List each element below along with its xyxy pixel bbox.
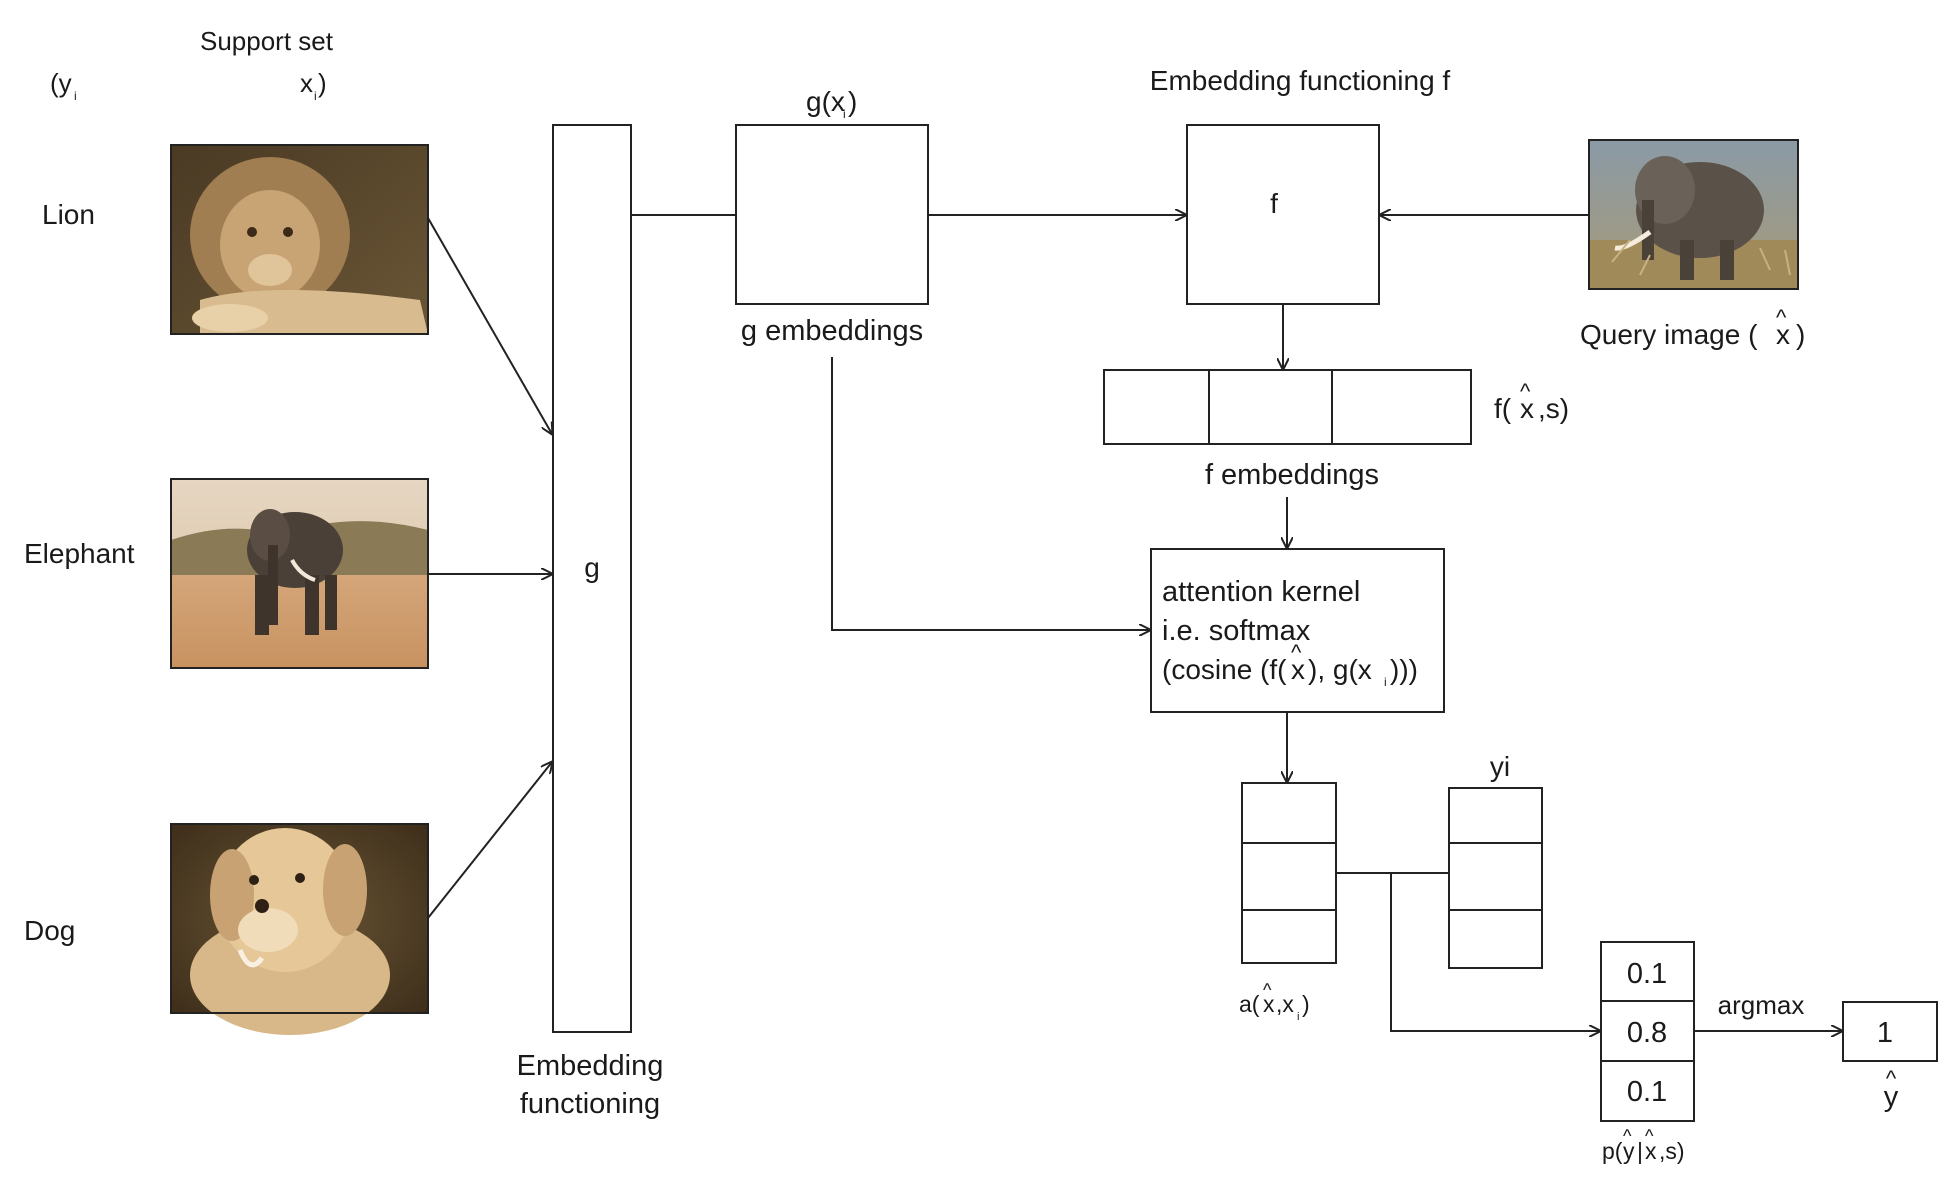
p-vector [1600, 941, 1695, 1122]
g-caption-line2: functioning [520, 1088, 660, 1120]
output-box [1842, 1001, 1938, 1062]
elephant-query-photo [1588, 139, 1799, 290]
gembed-title: g(x [806, 86, 845, 117]
g-embedding-block [552, 124, 632, 1033]
row-label-elephant: Elephant [24, 538, 135, 569]
support-header-y: (y [50, 68, 72, 98]
p-label-mid: | [1637, 1138, 1643, 1164]
p-value-0: 0.1 [1627, 958, 1667, 990]
arrow-lion-to-g [427, 217, 552, 434]
p-label-hat-y: ^ [1623, 1126, 1632, 1146]
a-label-c: ) [1302, 991, 1310, 1017]
p-label-a: p( [1602, 1138, 1623, 1164]
attention-line3-var: x [1291, 654, 1305, 685]
support-header-x-sub: i [314, 89, 317, 103]
lion-photo [170, 144, 429, 335]
a-vector [1241, 782, 1337, 964]
arrow-dog-to-g [427, 762, 552, 919]
yi-label: yi [1490, 751, 1510, 782]
fembed-label-suffix: ,s) [1538, 393, 1569, 424]
query-caption-close: ) [1796, 319, 1805, 350]
a-label-sub: i [1297, 1011, 1299, 1023]
p-label-x: x [1645, 1138, 1657, 1164]
output-value: 1 [1877, 1017, 1893, 1049]
fembed-label-hat: ^ [1520, 379, 1531, 404]
arrow-combine-to-p [1390, 873, 1600, 1031]
f-block-title: Embedding functioning f [1150, 65, 1451, 96]
output-label: y [1884, 1081, 1899, 1113]
p-label-y: y [1623, 1138, 1635, 1164]
attention-kernel-box [1150, 548, 1445, 713]
p-value-2: 0.1 [1627, 1076, 1667, 1108]
attention-line2: i.e. softmax [1162, 615, 1311, 647]
row-label-dog: Dog [24, 915, 75, 946]
output-label-hat: ^ [1886, 1066, 1897, 1091]
a-label-var: x [1263, 991, 1275, 1017]
support-header-x: x [300, 68, 313, 98]
attention-line3-hat: ^ [1291, 640, 1302, 665]
support-set-title: Support set [200, 26, 334, 56]
f-block-label: f [1270, 188, 1278, 219]
elephant-photo [170, 478, 429, 669]
support-header-y-sub: i [74, 89, 77, 103]
attention-line1: attention kernel [1162, 576, 1360, 608]
fembed-label-prefix: f( [1494, 393, 1512, 424]
attention-line3-sub: i [1384, 675, 1387, 689]
support-header-close: ) [318, 68, 327, 98]
f-embedding-block [1186, 124, 1380, 305]
dog-photo [170, 823, 429, 1035]
a-label-a: a( [1239, 991, 1260, 1017]
p-value-1: 0.8 [1627, 1017, 1667, 1049]
attention-line3-c: ))) [1390, 654, 1418, 685]
g-caption-line1: Embedding [517, 1050, 664, 1082]
query-caption: Query image ( [1580, 319, 1758, 350]
g-block-label: g [584, 552, 600, 583]
argmax-label: argmax [1718, 990, 1805, 1020]
yi-vector [1448, 787, 1543, 969]
attention-line3-a: (cosine (f( [1162, 654, 1287, 685]
row-label-lion: Lion [42, 199, 95, 230]
fembed-label-var: x [1520, 393, 1534, 424]
g-embeddings-box [735, 124, 929, 305]
f-embeddings-vector [1103, 369, 1472, 445]
fembed-caption: f embeddings [1205, 459, 1379, 491]
a-label-b: ,x [1276, 991, 1294, 1017]
query-caption-var: x [1776, 319, 1790, 350]
gembed-title-close: ) [848, 86, 857, 117]
p-label-b: ,s) [1659, 1138, 1685, 1164]
p-label-hat-x: ^ [1645, 1126, 1654, 1146]
attention-line3-b: ), g(x [1308, 654, 1372, 685]
query-caption-hat: ^ [1776, 305, 1787, 330]
gembed-caption: g embeddings [741, 315, 923, 347]
a-label-hat: ^ [1263, 980, 1272, 1000]
arrow-gembed-to-attention [831, 357, 1150, 630]
gembed-title-sub: i [843, 107, 846, 121]
